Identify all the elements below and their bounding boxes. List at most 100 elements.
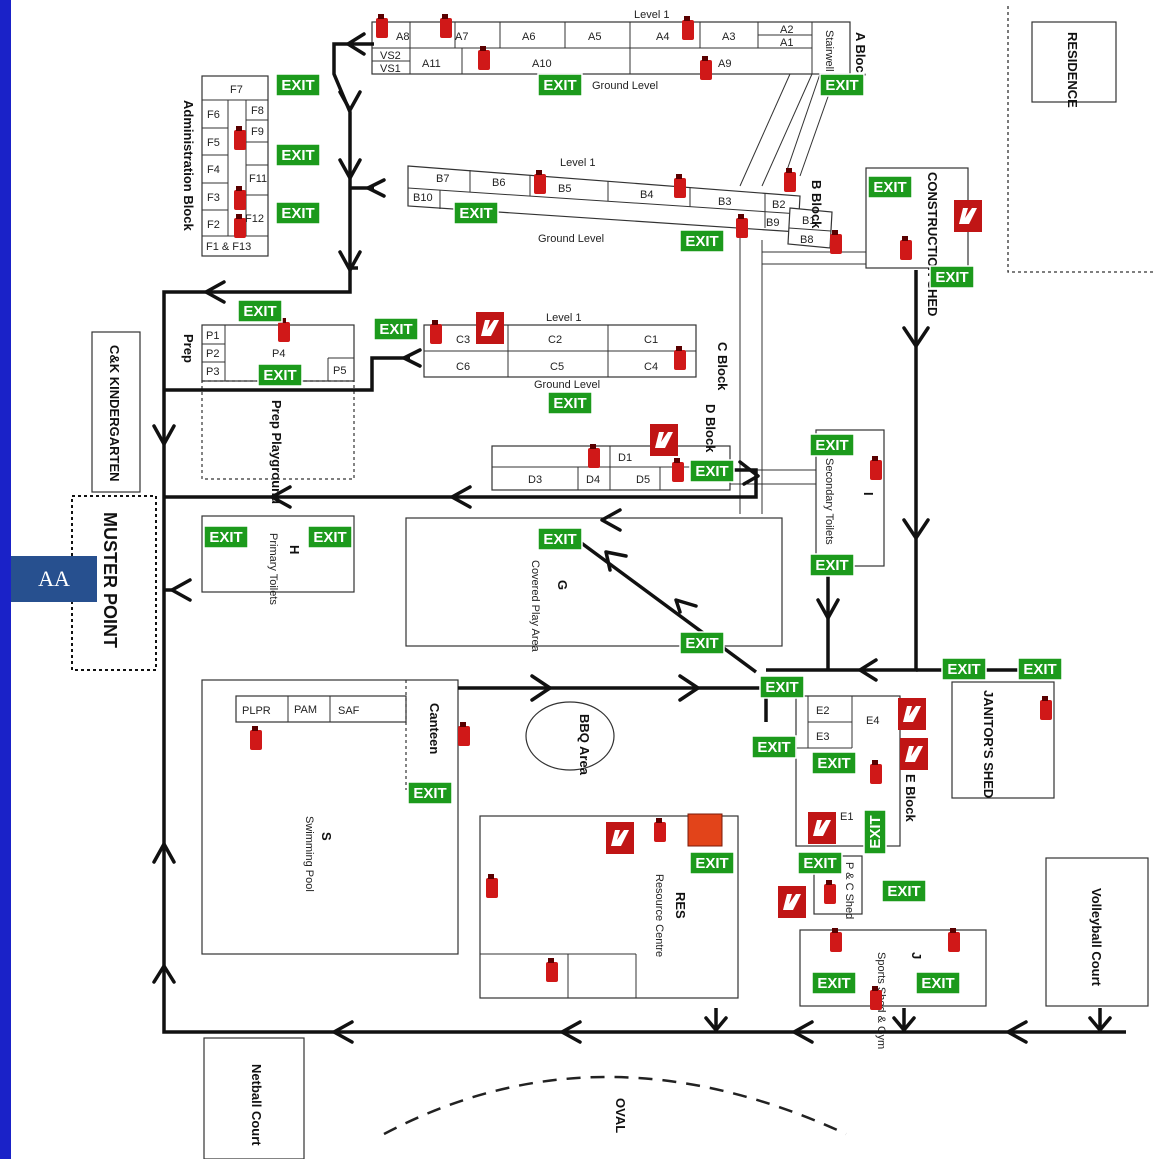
route-arrow-icon [402,348,422,368]
room-c5: C5 [550,361,564,373]
b-block: B7 B6 B5 B4 B3 B2 B1 B9 B8 B10 Level 1 G… [407,157,866,514]
exit-sign-icon: EXIT [275,143,321,167]
c-block-label: C Block [715,342,730,391]
g-block-label: Covered Play Area [529,560,541,653]
a-block-rooms: A8 A7 A6 A5 A4 A3 A2 A1 VS2 VS1 A11 A10 … [380,9,868,92]
exit-sign-icon: EXIT [863,809,887,855]
h-block-label: Primary Toilets [267,533,279,605]
residence-label: RESIDENCE [1065,32,1080,108]
exit-label: EXIT [263,367,296,384]
exit-label: EXIT [817,755,850,772]
fire-alarm-icon [476,312,504,344]
room-a11: A11 [422,58,441,70]
exit-sign-icon: EXIT [867,175,913,199]
kindergarten-label: C&K KINDERGARTEN [107,345,122,482]
route-arrow-icon [816,598,840,620]
route-arrow-icon [604,550,628,572]
exit-label: EXIT [815,557,848,574]
room-b7: B7 [436,173,449,185]
fire-alarm-icon [954,200,982,232]
fire-extinguisher-icon [430,320,442,344]
exit-sign-icon: EXIT [819,73,865,97]
room-b4: B4 [640,189,653,201]
room-f3: F3 [207,192,220,204]
room-b1: B1 [802,215,815,227]
room-a2: A2 [780,24,793,36]
exit-label: EXIT [873,179,906,196]
exit-sign-icon: EXIT [797,851,843,875]
room-e3: E3 [816,731,829,743]
exit-sign-icon: EXIT [915,971,961,995]
room-b9: B9 [766,217,779,229]
room-a8: A8 [396,31,409,43]
route-arrow-icon [560,1020,582,1044]
fire-alarm-icon [650,424,678,456]
route-arrow-icon [170,578,192,602]
route-arrow-icon [902,326,930,348]
i-block-label: Secondary Toilets [823,458,835,545]
exit-label: EXIT [243,303,276,320]
route-arrow-icon [152,424,176,446]
room-d4: D4 [586,474,600,486]
sports-code: J [909,952,924,959]
canteen-label: Canteen [427,703,442,754]
admin-block: F7 F8 F6 F9 F5 F4 F11 F3 F2 F12 F1 & F13… [181,75,269,257]
exit-sign-icon: EXIT [453,201,499,225]
room-e2: E2 [816,705,829,717]
route-arrow-icon [338,90,362,112]
route-arrow-icon [892,1016,916,1032]
room-c6: C6 [456,361,470,373]
exit-sign-icon: EXIT [537,527,583,551]
fire-alarm-icon [606,822,634,854]
exit-sign-icon: EXIT [751,735,797,759]
room-c4: C4 [644,361,658,373]
fire-extinguisher-icon [674,174,686,198]
route-arrow-icon [902,518,930,540]
route-arrow-icon [858,658,878,682]
route-arrow-icon [600,508,622,532]
h-block-code: H [287,545,302,554]
exit-label: EXIT [209,529,242,546]
route-arrow-icon [366,178,386,198]
c-ground-label: Ground Level [534,379,600,391]
exit-sign-icon: EXIT [407,781,453,805]
room-a6: A6 [522,31,535,43]
room-a10: A10 [532,58,552,70]
exit-label: EXIT [935,269,968,286]
exit-sign-icon: EXIT [373,317,419,341]
room-a5: A5 [588,31,601,43]
exit-label: EXIT [1023,661,1056,678]
exit-sign-icon: EXIT [275,201,321,225]
exit-label: EXIT [695,855,728,872]
route-arrow-icon [792,1020,814,1044]
exit-sign-icon: EXIT [809,433,855,457]
a-ground-label: Ground Level [592,80,658,92]
exit-label: EXIT [921,975,954,992]
construction-shed-label: CONSTRUCTION SHED [925,172,940,316]
a-level1-label: Level 1 [634,9,669,21]
room-vs1: VS1 [380,63,401,75]
room-b10: B10 [413,192,433,204]
exit-label: EXIT [695,463,728,480]
exit-label: EXIT [803,855,836,872]
pool-code: S [319,832,334,841]
room-b8: B8 [800,234,813,246]
room-b2: B2 [772,199,785,211]
room-saf: SAF [338,705,360,717]
room-p3: P3 [206,366,219,378]
res-code: RES [673,892,688,919]
exit-label: EXIT [281,205,314,222]
g-block [405,517,783,647]
fire-alarm-icon [808,812,836,844]
room-f8: F8 [251,105,264,117]
exit-sign-icon: EXIT [881,879,927,903]
exit-label: EXIT [281,77,314,94]
route-arrow-icon [678,674,700,702]
exit-label: EXIT [685,635,718,652]
room-a3: A3 [722,31,735,43]
exit-sign-icon: EXIT [811,971,857,995]
exit-sign-icon: EXIT [275,73,321,97]
exit-label: EXIT [887,883,920,900]
exit-sign-icon: EXIT [689,459,735,483]
route-arrow-icon [1088,1016,1112,1032]
